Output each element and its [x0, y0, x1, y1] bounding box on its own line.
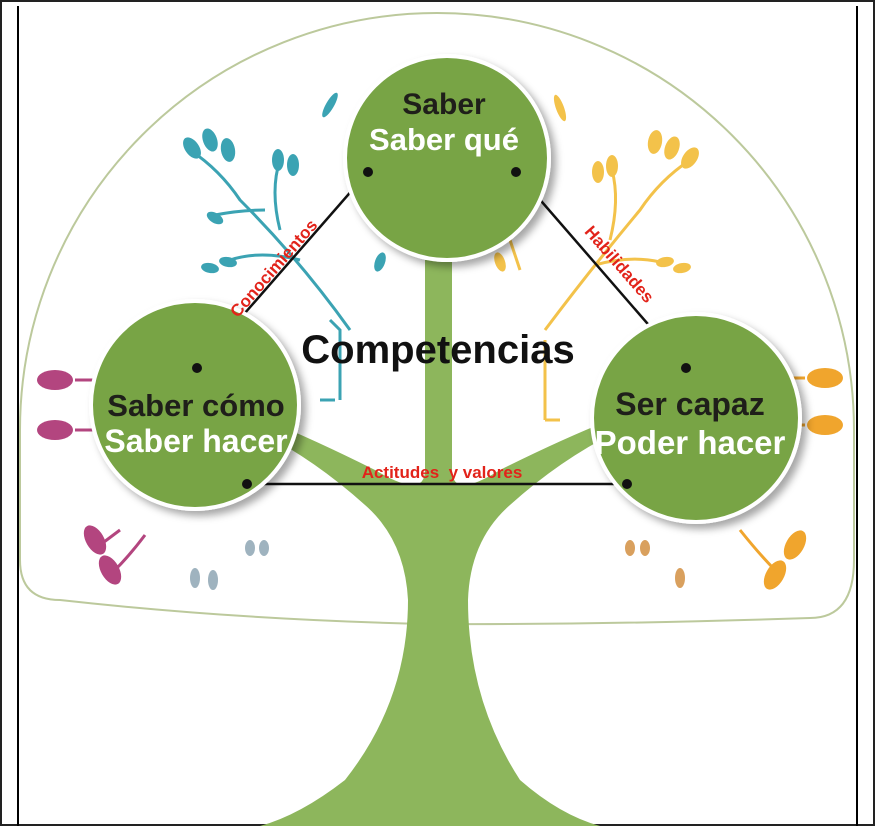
- grey-leaves-decoration: [190, 540, 269, 590]
- node-right: [590, 312, 802, 524]
- node-right-title: Ser capaz: [615, 386, 764, 422]
- teal-leaves-decoration: [183, 92, 386, 274]
- yellow-leaves-decoration: [494, 94, 699, 274]
- connector-dots: [192, 167, 691, 489]
- orange-leaves-decoration: [625, 368, 843, 590]
- node-left-title: Saber cómo: [107, 388, 284, 423]
- node-top-subtitle: Saber qué: [369, 122, 519, 157]
- edge-label-conocimientos: Conocimientos: [226, 216, 321, 321]
- node-left-subtitle: Saber hacer: [104, 423, 287, 459]
- edge-label-actitudes: Actitudes y valores: [362, 463, 523, 482]
- node-right-subtitle: Poder hacer: [595, 424, 786, 461]
- node-top: [343, 54, 551, 262]
- pink-leaves-decoration: [37, 370, 122, 585]
- node-top-title: Saber: [402, 88, 486, 121]
- node-left: [89, 299, 301, 511]
- center-label: Competencias: [301, 328, 574, 372]
- tree-trunk: [260, 260, 616, 826]
